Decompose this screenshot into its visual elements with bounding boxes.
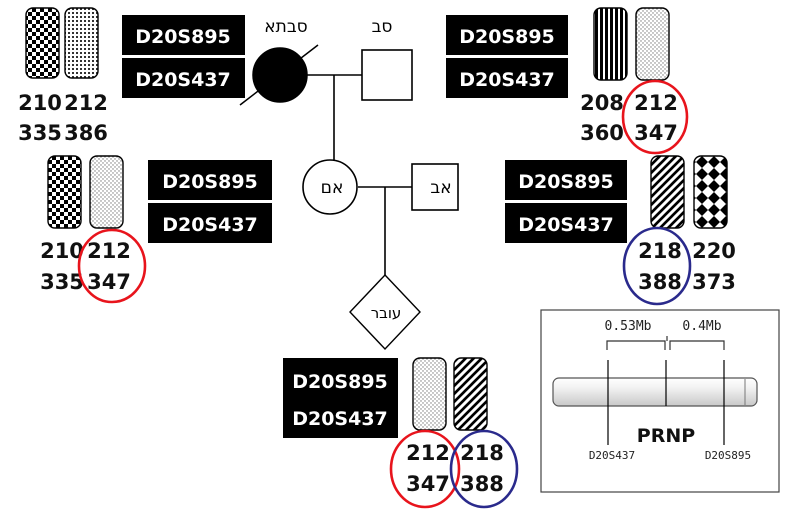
allele: 373: [692, 270, 736, 294]
allele: 347: [406, 472, 450, 496]
distance-left-label: 0.53Mb: [605, 319, 652, 334]
fetus-symbol: [349, 273, 421, 351]
allele: 386: [64, 121, 108, 145]
grandmother-label: סבתא: [264, 17, 307, 37]
gene-label: PRNP: [637, 425, 695, 447]
grandmother-symbol: [239, 44, 319, 106]
allele: 208: [580, 91, 624, 115]
distance-brace-right: [669, 340, 725, 350]
allele: 212: [87, 239, 131, 263]
allele: 347: [87, 270, 131, 294]
mother-chromosome-right: [89, 155, 124, 229]
allele: 360: [580, 121, 624, 145]
paternal-highlight-ring: [449, 429, 519, 509]
allele: 347: [634, 121, 678, 145]
marker-label-right: D20S895: [705, 449, 751, 462]
father-chromosome-left: [650, 155, 685, 229]
marker-label: D20S437: [135, 69, 231, 91]
marker-label: D20S437: [162, 214, 258, 236]
allele: 335: [18, 121, 62, 145]
mother-chromosome-left: [47, 155, 82, 229]
allele: 210: [18, 91, 62, 115]
allele-values: 210 335 212 386 208 360 212 347 210 335 …: [18, 91, 736, 496]
marker-label: D20S895: [459, 26, 555, 48]
fetus-chromosome-left: [412, 357, 447, 431]
grandfather-chromosome-right: [635, 7, 670, 81]
grandfather-marker-box: D20S895 D20S437: [446, 15, 568, 98]
allele: 212: [634, 91, 678, 115]
marker-label: D20S895: [518, 171, 614, 193]
allele: 218: [638, 239, 682, 263]
marker-label-left: D20S437: [589, 449, 635, 462]
fetus-label: עובר: [371, 304, 402, 322]
marker-label: D20S437: [459, 69, 555, 91]
prnp-map-inset: 0.53Mb 0.4Mb PRNP D20S437 D20S895: [540, 309, 780, 493]
grandfather-chromosome-left: [593, 7, 628, 81]
grandfather-symbol: [361, 49, 413, 101]
father-symbol: [411, 163, 459, 211]
allele: 218: [460, 441, 504, 465]
fetus-marker-box: D20S895 D20S437: [283, 358, 398, 438]
marker-label: D20S437: [292, 408, 388, 430]
mother-symbol: [302, 159, 358, 215]
allele: 210: [40, 239, 84, 263]
mother-marker-box: D20S895 D20S437: [148, 160, 272, 243]
grandmother-chromosome-right: [64, 7, 99, 79]
father-marker-box: D20S895 D20S437: [505, 160, 627, 243]
chromosome-bars: [25, 7, 728, 431]
allele: 335: [40, 270, 84, 294]
pedigree-lines: [306, 74, 412, 285]
chromosome-segment: [552, 377, 758, 407]
fetus-chromosome-right: [453, 357, 488, 431]
father-label: אב: [430, 178, 451, 198]
allele: 388: [460, 472, 504, 496]
maternal-highlight-ring: [77, 228, 147, 304]
paternal-highlight-ring: [622, 226, 692, 306]
grandfather-label: סב: [372, 17, 393, 37]
father-chromosome-right: [693, 155, 728, 229]
allele: 212: [64, 91, 108, 115]
allele: 212: [406, 441, 450, 465]
distance-right-label: 0.4Mb: [682, 319, 721, 334]
mother-label: אם: [321, 178, 344, 198]
marker-label: D20S895: [135, 26, 231, 48]
distance-brace-left: [606, 340, 666, 350]
maternal-highlight-ring: [621, 79, 689, 155]
maternal-highlight-ring: [389, 429, 461, 509]
marker-label: D20S895: [292, 371, 388, 393]
grandmother-chromosome-left: [25, 7, 60, 79]
allele: 388: [638, 270, 682, 294]
marker-label: D20S895: [162, 171, 258, 193]
allele: 220: [692, 239, 736, 263]
marker-label: D20S437: [518, 214, 614, 236]
grandmother-marker-box: D20S895 D20S437: [122, 15, 245, 98]
